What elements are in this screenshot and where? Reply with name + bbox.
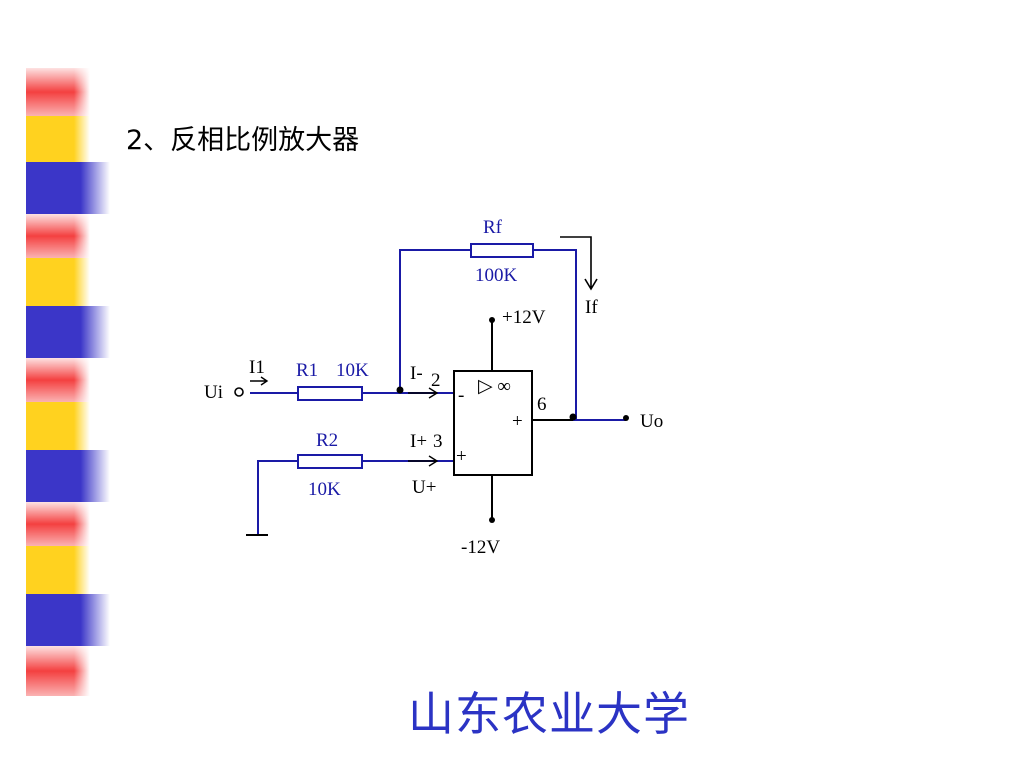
- deco-block-8: [26, 450, 110, 502]
- r1-value: 10K: [336, 360, 369, 381]
- deco-block-2: [26, 162, 110, 214]
- supply-neg-dot: [489, 517, 495, 523]
- deco-block-5: [26, 306, 110, 358]
- uo-terminal-dot: [623, 415, 629, 421]
- r1-resistor: [297, 386, 363, 401]
- rf-label: Rf: [483, 217, 503, 238]
- ui-terminal: [234, 387, 244, 397]
- opamp-minus-sign: -: [458, 385, 464, 406]
- slide-title: 2、反相比例放大器: [126, 125, 360, 156]
- deco-block-shade-9: [26, 502, 90, 546]
- supply-pos-label: +12V: [502, 307, 546, 328]
- i-plus-arrow: [408, 455, 439, 467]
- deco-block-shade-3: [26, 214, 90, 258]
- deco-block-4: [26, 258, 90, 306]
- r2-resistor: [297, 454, 363, 469]
- r1-label: R1: [296, 360, 318, 381]
- feedback-wire: [399, 249, 577, 420]
- i1-label: I1: [249, 357, 265, 378]
- footer-university: 山东农业大学: [408, 687, 690, 741]
- opamp-output-sign: +: [512, 411, 523, 432]
- junction-dot-input: [396, 386, 404, 394]
- opamp-symbol: ▷ ∞: [478, 376, 511, 397]
- rf-value: 100K: [475, 265, 518, 286]
- pin-noninverting-label: 3: [433, 431, 443, 452]
- i-minus-label: I-: [410, 363, 423, 384]
- decorative-block-strip: [26, 68, 110, 696]
- r2-value: 10K: [308, 479, 341, 500]
- i1-arrow: [250, 376, 269, 386]
- r2-label: R2: [316, 430, 338, 451]
- rf-resistor: [470, 243, 534, 258]
- deco-block-7: [26, 402, 90, 450]
- pin-inverting-label: 2: [431, 370, 441, 391]
- ground-wire: [257, 460, 454, 535]
- if-arrow: [560, 236, 598, 291]
- ui-label: Ui: [204, 382, 223, 403]
- i-plus-label: I+: [410, 431, 427, 452]
- i-minus-arrow: [408, 387, 439, 399]
- deco-block-shade-6: [26, 358, 90, 402]
- supply-neg-label: -12V: [461, 537, 500, 558]
- deco-block-shade-0: [26, 68, 90, 116]
- pin-output-label: 6: [537, 394, 547, 415]
- deco-block-shade-12: [26, 646, 90, 696]
- deco-block-11: [26, 594, 110, 646]
- deco-block-10: [26, 546, 90, 594]
- junction-dot-output: [569, 413, 577, 421]
- u-plus-label: U+: [412, 477, 436, 498]
- supply-pos-dot: [489, 317, 495, 323]
- opamp-plus-sign: +: [456, 446, 467, 467]
- deco-block-1: [26, 116, 90, 162]
- if-label: If: [585, 297, 598, 318]
- uo-label: Uo: [640, 411, 663, 432]
